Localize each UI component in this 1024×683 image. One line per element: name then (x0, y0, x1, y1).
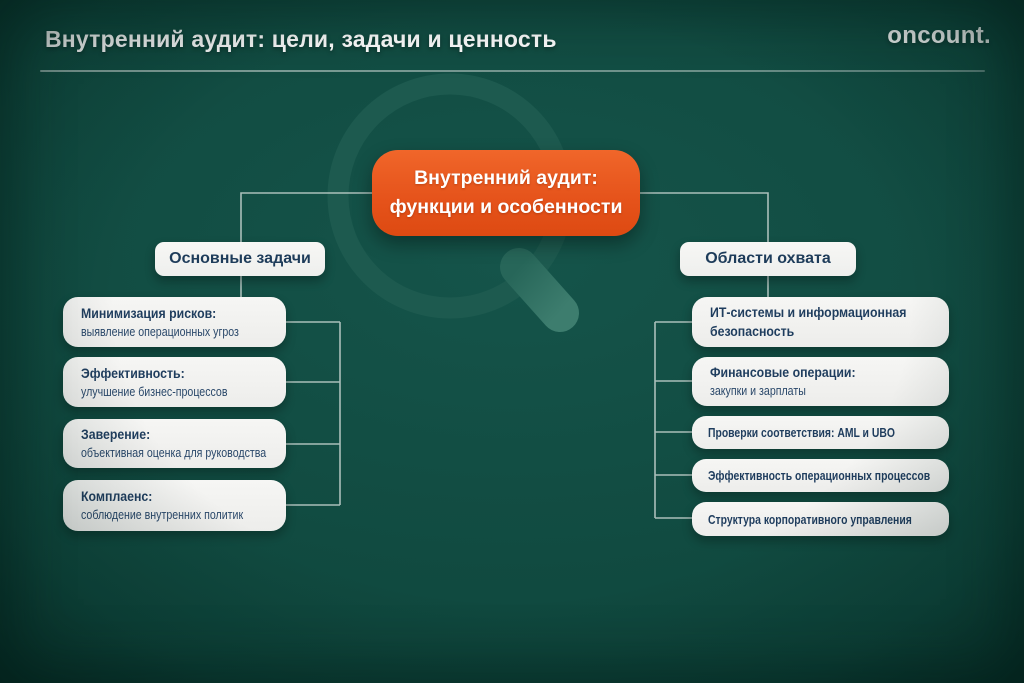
item-title: Структура корпоративного управления (708, 511, 912, 527)
item-title: Эффективность: (81, 364, 185, 381)
item-title: Минимизация рисков: (81, 304, 217, 321)
item-subtitle: объективная оценка для руководства (81, 446, 267, 460)
item-subtitle: безопасность (710, 323, 795, 339)
right-branch-header: Области охвата (680, 242, 856, 276)
item-subtitle: выявление операционных угроз (81, 324, 239, 339)
title-divider (40, 70, 985, 72)
right-branch-item-1: ИТ-системы и информационная безопасность (692, 297, 949, 347)
item-title: Эффективность операционных процессов (708, 468, 931, 483)
brand-logo: oncount. (887, 22, 991, 49)
left-branch-header: Основные задачи (155, 242, 325, 276)
page-title: Внутренний аудит: цели, задачи и ценност… (45, 26, 557, 52)
root-node-line2: функции и особенности (389, 196, 623, 218)
item-title: ИТ-системы и информационная (710, 304, 907, 320)
item-title: Финансовые операции: (710, 364, 856, 380)
item-title: Комплаенс: (81, 488, 153, 504)
root-node: Внутренний аудит: функции и особенности (372, 150, 640, 236)
left-branch-item-1: Минимизация рисков: выявление операционны… (63, 297, 286, 347)
item-subtitle: соблюдение внутренних политик (81, 508, 244, 522)
left-branch-item-2: Эффективность: улучшение бизнес-процессов (63, 357, 286, 407)
item-title: Проверки соответствия: AML и UBO (708, 425, 895, 440)
item-title: Заверение: (81, 426, 151, 442)
right-branch-item-3: Проверки соответствия: AML и UBO (692, 416, 949, 449)
root-node-line1: Внутренний аудит: (414, 167, 598, 189)
right-branch-item-4: Эффективность операционных процессов (692, 459, 949, 492)
left-branch-item-4: Комплаенс: соблюдение внутренних политик (63, 480, 286, 531)
item-subtitle: улучшение бизнес-процессов (81, 384, 228, 399)
right-branch-item-2: Финансовые операции: закупки и зарплаты (692, 357, 949, 406)
right-branch-item-5: Структура корпоративного управления (692, 502, 949, 536)
left-branch-item-3: Заверение: объективная оценка для руковод… (63, 419, 286, 468)
item-subtitle: закупки и зарплаты (710, 384, 806, 398)
